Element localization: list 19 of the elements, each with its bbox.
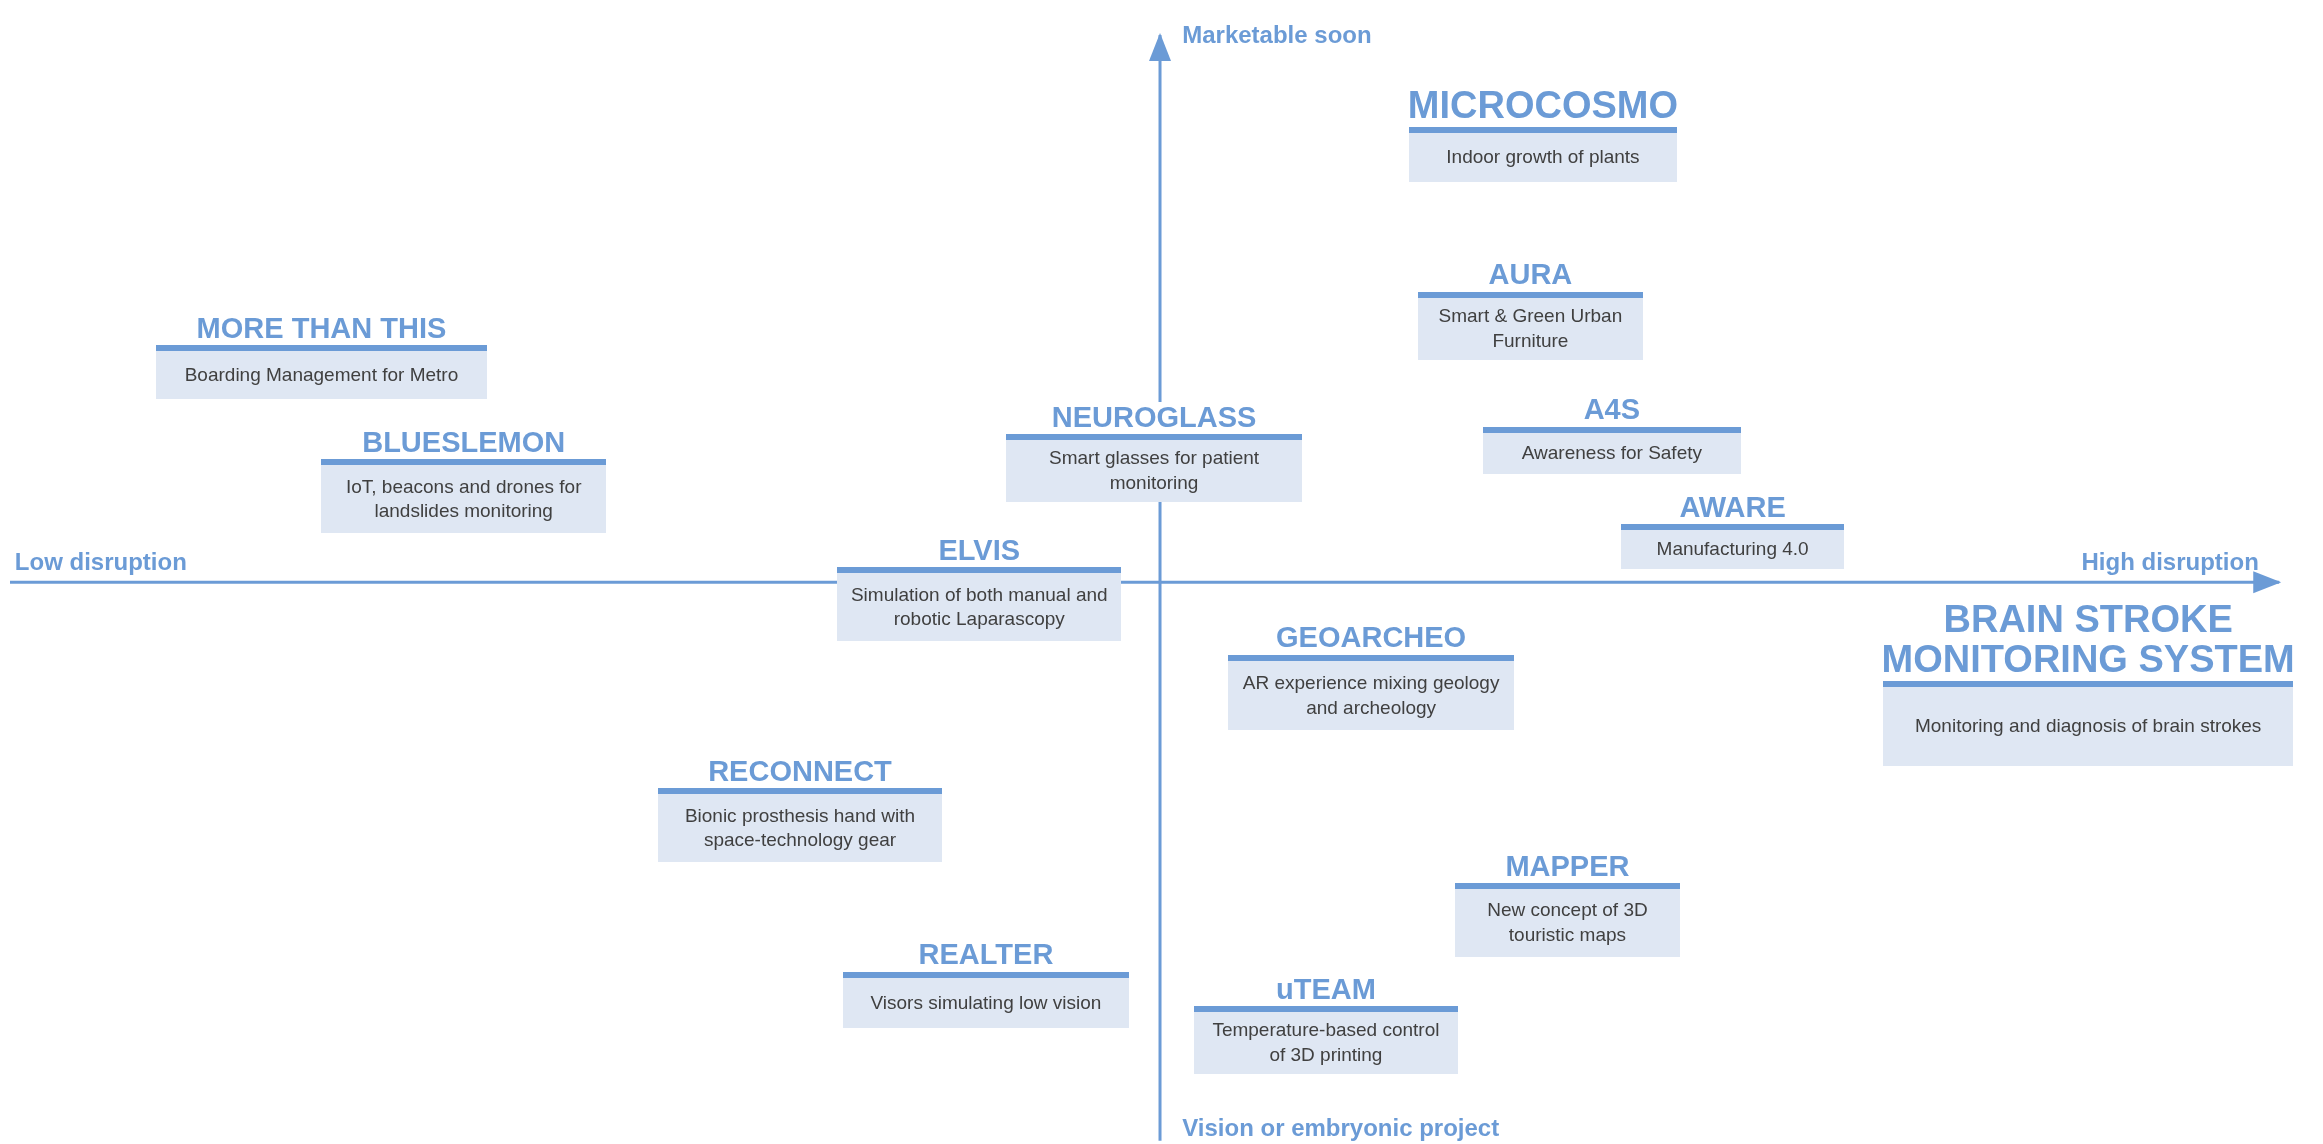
description-box: Manufacturing 4.0 xyxy=(1620,524,1845,569)
axis-label: Low disruption xyxy=(14,548,187,577)
description-box: Boarding Management for Metro xyxy=(155,345,488,399)
axis-label: Marketable soon xyxy=(1182,20,1372,49)
axis-label: Vision or embryonic project xyxy=(1182,1114,1500,1143)
description-box: IoT, beacons and drones for landslides monitoring xyxy=(321,459,606,534)
description-box: Smart glasses for patient monitoring xyxy=(1005,434,1303,503)
project-title: NEUROGLASS xyxy=(1051,401,1257,435)
description-box: Simulation of both manual and robotic Laparascopy xyxy=(837,567,1122,642)
description-box: Awareness for Safety xyxy=(1483,426,1741,475)
description-box: Temperature-based control of 3D printing xyxy=(1194,1005,1458,1075)
description-box: Smart & Green Urban Furniture xyxy=(1417,291,1643,360)
description-box: AR experience mixing geology and archeology xyxy=(1228,654,1515,731)
axis-label: High disruption xyxy=(2081,548,2259,577)
description-box: New concept of 3D touristic maps xyxy=(1454,882,1680,958)
description-box: Monitoring and diagnosis of brain strokes xyxy=(1883,681,2294,766)
description-box: Visors simulating low vision xyxy=(842,971,1129,1029)
description-box: Indoor growth of plants xyxy=(1408,127,1678,183)
description-box: Bionic prosthesis hand with space-technology gear xyxy=(657,788,943,863)
